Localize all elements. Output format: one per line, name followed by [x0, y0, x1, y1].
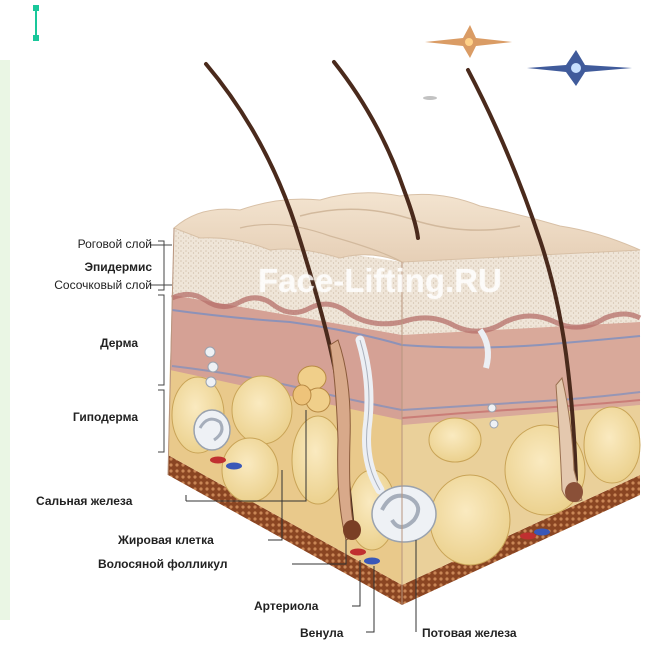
- corner-marker: [33, 5, 39, 11]
- label-arteriole: Артериола: [254, 599, 318, 613]
- label-sebaceous-gland: Сальная железа: [36, 494, 132, 508]
- dash-mark: [423, 96, 437, 100]
- corner-marker: [35, 11, 37, 35]
- layer-brackets: [150, 241, 172, 452]
- hair-bulb: [343, 520, 361, 540]
- corner-marker: [33, 35, 39, 41]
- label-papillary-layer: Сосочковый слой: [4, 278, 152, 292]
- label-epidermis: Эпидермис: [40, 260, 152, 274]
- sweat-gland-coil: [372, 486, 436, 542]
- watermark-text: Face-Lifting.RU: [258, 262, 502, 300]
- hair-bulb: [565, 482, 583, 502]
- sparkle-icon: [527, 50, 632, 86]
- label-hypodermis: Гиподерма: [20, 410, 138, 424]
- left-decor-stripe: [0, 60, 10, 620]
- label-stratum-corneum: Роговой слой: [40, 237, 152, 251]
- label-fat-cell: Жировая клетка: [118, 533, 214, 547]
- label-dermis: Дерма: [40, 336, 138, 350]
- sweat-gland-coil: [194, 410, 230, 450]
- label-hair-follicle: Волосяной фолликул: [98, 557, 227, 571]
- sparkle-icon: [425, 25, 512, 58]
- label-sweat-gland: Потовая железа: [422, 626, 517, 640]
- label-venule: Венула: [300, 626, 343, 640]
